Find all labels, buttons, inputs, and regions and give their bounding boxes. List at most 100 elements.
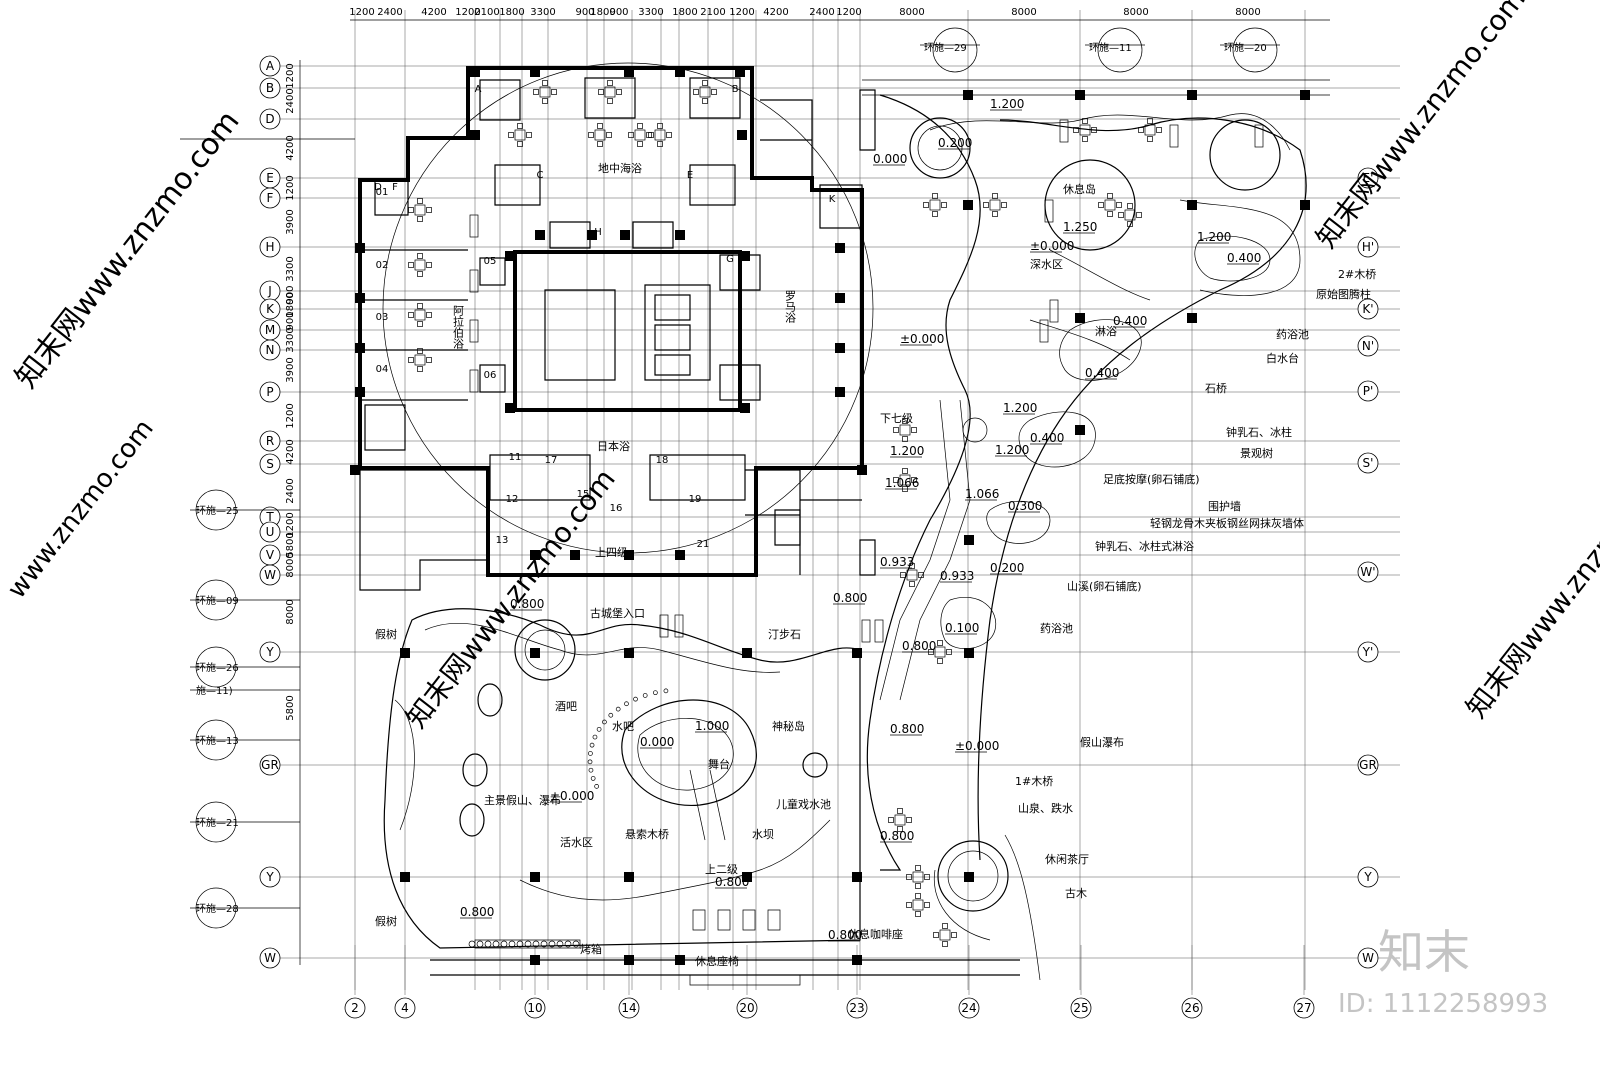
column	[737, 130, 747, 140]
chair	[508, 132, 514, 138]
room-number: A	[475, 84, 482, 95]
column	[735, 67, 745, 77]
stepping-dot	[663, 688, 669, 694]
room-number: 11	[509, 452, 522, 463]
column	[470, 130, 480, 140]
detail-ref-circle	[1097, 27, 1143, 73]
column	[624, 872, 634, 882]
table	[414, 309, 426, 321]
room-number: 21	[697, 539, 710, 550]
room-labels: 地中海浴 阿拉伯浴 罗马浴 日本浴 上四级 古城堡入口 下七级 上二级	[452, 161, 914, 876]
label-wall-spec: 轻钢龙骨木夹板钢丝网抹灰墙体	[1150, 516, 1304, 530]
left-dimension-value: 3300	[285, 256, 296, 281]
label-stone-bridge: 石桥	[1205, 382, 1227, 395]
chair	[702, 80, 708, 86]
table	[414, 354, 426, 366]
stepping-dot	[642, 693, 648, 698]
chair	[657, 123, 663, 129]
stepping-dot	[588, 767, 594, 773]
bbq-dot	[500, 940, 508, 948]
room-number: K	[829, 194, 836, 205]
axis-bubble-circle	[736, 997, 758, 1019]
axis-bubble-circle	[846, 997, 868, 1019]
axis-bubble-circle	[259, 236, 281, 258]
table	[912, 871, 924, 883]
table	[899, 424, 911, 436]
elevation-marker: 1.200	[1003, 401, 1037, 415]
top-dimension-value: 1800	[499, 7, 524, 18]
watermark-site-5: 知末网www.znzmo.com	[1460, 453, 1600, 725]
lounger	[469, 269, 479, 293]
chair	[426, 357, 432, 363]
axis-bubble-circle	[344, 997, 366, 1019]
column-axis-bubble: 25	[1070, 997, 1092, 1019]
axis-bubble-circle	[524, 997, 546, 1019]
row-axis-bubble: Y	[259, 866, 281, 888]
right-axis-bubble: H'	[1357, 236, 1379, 258]
elevation-marker: 0.400	[1113, 314, 1147, 328]
lounger	[861, 619, 871, 643]
table	[1144, 124, 1156, 136]
chair	[911, 427, 917, 433]
label-stage: 舞台	[708, 757, 730, 771]
chair	[417, 303, 423, 309]
right-axis-bubble: W'	[1357, 561, 1379, 583]
label-coffee: 休息咖啡座	[848, 927, 903, 941]
chair	[937, 640, 943, 646]
label-totem: 原始图腾柱	[1316, 287, 1371, 301]
top-dimension-value: 8000	[1235, 7, 1260, 18]
column	[355, 343, 365, 353]
bbq-dot	[484, 940, 492, 948]
elevation-marker: 0.800	[833, 591, 867, 605]
top-dimension-value: 900	[609, 7, 628, 18]
table	[539, 86, 551, 98]
axis-bubble-label: F	[267, 191, 274, 205]
chair	[1073, 127, 1079, 133]
top-dimension-value: 8000	[1011, 7, 1036, 18]
chair	[426, 262, 432, 268]
stepping-dot	[608, 712, 614, 718]
elevation-marker: 1.200	[995, 443, 1029, 457]
chair	[526, 132, 532, 138]
elevation-marker: 1.200	[890, 444, 924, 458]
lounger	[1059, 119, 1069, 143]
axis-bubble-circle	[259, 77, 281, 99]
top-dimension-value: 1800	[590, 7, 615, 18]
room-number: 04	[376, 364, 389, 375]
chair	[628, 132, 634, 138]
elevation-marker: ±0.000	[1030, 239, 1074, 253]
table	[1124, 209, 1136, 221]
watermarks: 知末网www.znzmo.com www.znzmo.com 知末网www.zn…	[2, 0, 1600, 1019]
elevation-marker: 0.800	[460, 905, 494, 919]
axis-bubble-label: E	[266, 171, 274, 185]
column	[530, 648, 540, 658]
bbq-dot	[572, 940, 580, 948]
elevation-marker: 0.000	[873, 152, 907, 166]
chair	[1138, 127, 1144, 133]
top-dimension-value: 2400	[809, 7, 834, 18]
axis-bubble-circle	[1357, 866, 1379, 888]
stepping-dot	[590, 776, 596, 781]
right-axis-bubble: Y	[1357, 866, 1379, 888]
bbq-dot	[532, 940, 540, 948]
label-stalactite-shower: 钟乳石、冰柱式淋浴	[1095, 539, 1194, 553]
chair	[648, 132, 654, 138]
row-axis-bubble: J	[259, 280, 281, 302]
room-number: 17	[545, 455, 558, 466]
chair	[517, 141, 523, 147]
elevation-marker: 0.800	[715, 875, 749, 889]
column	[350, 465, 360, 475]
table-chairs	[906, 893, 930, 917]
label-creek: 山溪(卵石铺底)	[1067, 579, 1142, 593]
chair	[1116, 202, 1122, 208]
rockery-stone	[477, 683, 503, 717]
bbq-dot	[476, 940, 484, 948]
chair	[983, 202, 989, 208]
row-axis-bubble: W	[259, 947, 281, 969]
chair	[517, 123, 523, 129]
chair	[646, 132, 652, 138]
watermark-site-2: www.znzmo.com	[2, 414, 160, 604]
table-chairs	[933, 923, 957, 947]
